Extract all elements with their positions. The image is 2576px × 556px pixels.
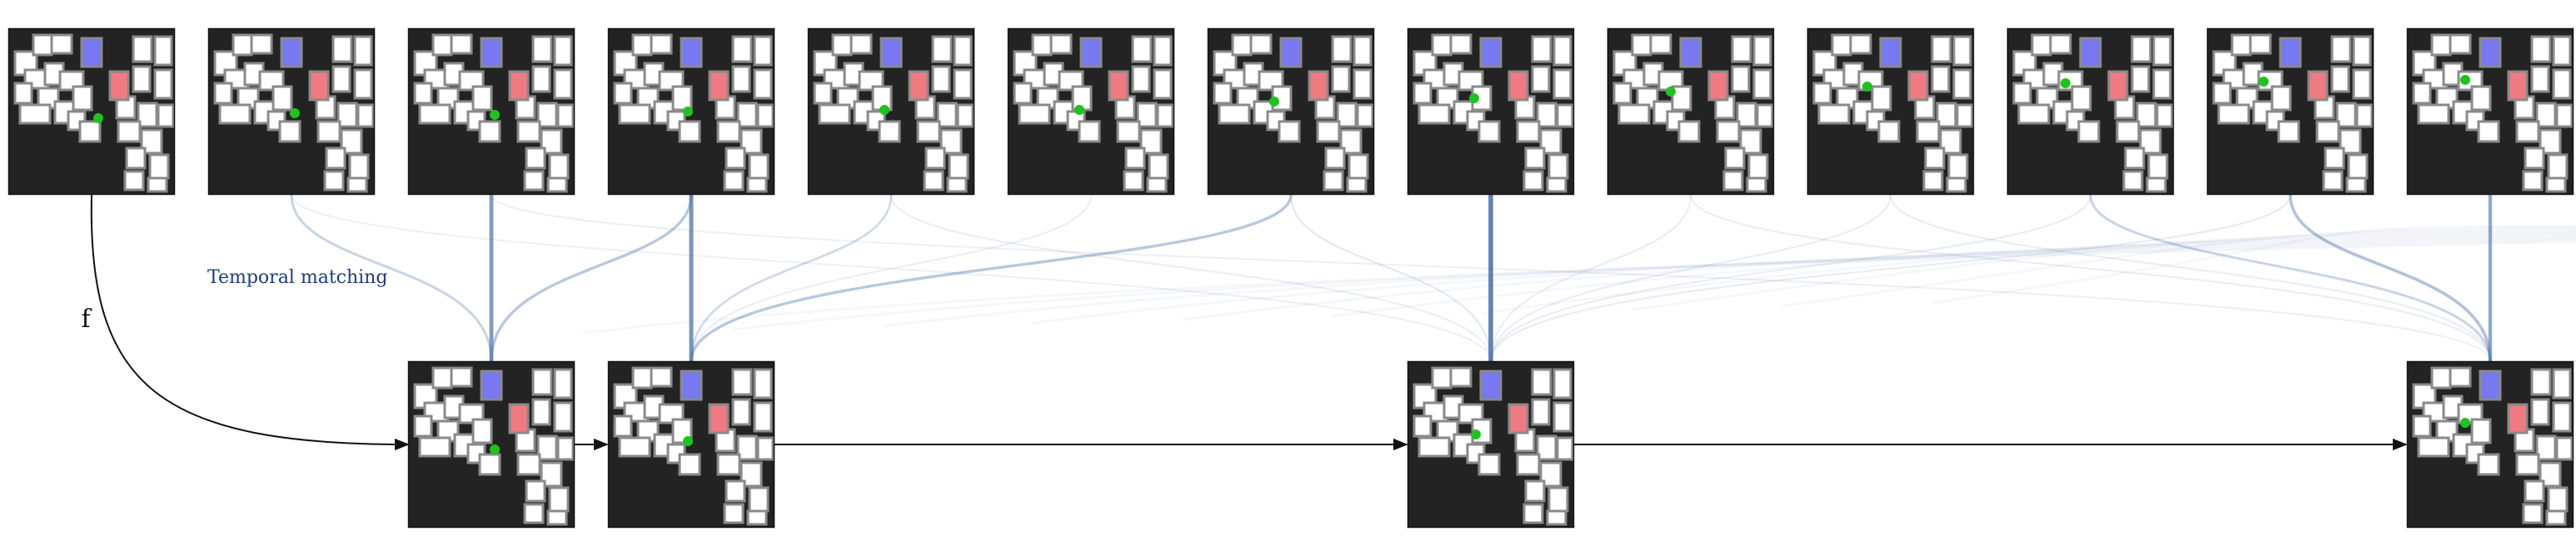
matching-curve bbox=[1489, 194, 1692, 362]
top-frame-11 bbox=[2205, 27, 2375, 196]
frame-border bbox=[2406, 27, 2574, 196]
agent-marker bbox=[490, 110, 500, 120]
matching-curve bbox=[690, 194, 1293, 362]
top-frame-8 bbox=[1606, 27, 1776, 196]
frame-border bbox=[807, 27, 975, 196]
matching-curve bbox=[1489, 194, 1892, 362]
matching-curve bbox=[1632, 228, 2576, 311]
matching-curve bbox=[2289, 194, 2492, 362]
matching-curve bbox=[490, 194, 2492, 362]
bottom-frame-0 bbox=[406, 360, 576, 529]
top-frame-6 bbox=[1206, 27, 1376, 196]
f-mapping-arrow bbox=[90, 194, 410, 451]
bottom-frame-1 bbox=[606, 360, 776, 529]
frame-border bbox=[2206, 27, 2374, 196]
frame-border bbox=[607, 360, 775, 529]
frame-border bbox=[1607, 27, 1775, 196]
top-frame-4 bbox=[806, 27, 976, 196]
frame-border bbox=[407, 360, 575, 529]
matching-curve bbox=[290, 194, 1492, 362]
top-trajectory-row bbox=[7, 27, 2575, 196]
agent-marker bbox=[93, 113, 103, 123]
temporal-matching-curves bbox=[290, 194, 2576, 362]
matching-curve bbox=[889, 194, 1492, 362]
agent-marker bbox=[1666, 87, 1676, 97]
top-frame-5 bbox=[1006, 27, 1176, 196]
frame-border bbox=[407, 27, 575, 196]
top-frame-9 bbox=[1806, 27, 1976, 196]
frame-border bbox=[2006, 27, 2175, 196]
matching-curve bbox=[1489, 194, 2092, 362]
matching-curve bbox=[1482, 230, 2576, 315]
frame-border bbox=[1207, 27, 1375, 196]
agent-marker bbox=[2060, 78, 2070, 88]
matching-curve bbox=[582, 240, 2576, 335]
matching-curve bbox=[1182, 233, 2576, 321]
matching-curve bbox=[1889, 194, 2492, 362]
bottom-frame-3 bbox=[2405, 360, 2575, 529]
bottom-trajectory-row bbox=[406, 360, 2575, 529]
agent-marker bbox=[879, 105, 889, 115]
maze-rooms bbox=[7, 27, 177, 196]
temporal-matching-label: Temporal matching bbox=[207, 267, 387, 288]
agent-marker bbox=[1862, 82, 1872, 92]
matching-curve bbox=[882, 236, 2576, 328]
agent-marker bbox=[1074, 105, 1084, 115]
matching-curve bbox=[690, 194, 893, 362]
maze-rooms bbox=[1606, 27, 1776, 196]
f-label: f bbox=[81, 305, 92, 334]
bottom-frame-2 bbox=[1406, 360, 1576, 529]
frame-border bbox=[207, 27, 376, 196]
maze-rooms bbox=[2405, 360, 2575, 529]
agent-marker bbox=[490, 444, 500, 454]
maze-rooms bbox=[2005, 27, 2175, 196]
matching-curve bbox=[2089, 194, 2492, 362]
matching-curve bbox=[1689, 194, 2492, 362]
agent-marker bbox=[2460, 418, 2470, 428]
agent-marker bbox=[2259, 77, 2269, 87]
top-frame-7 bbox=[1406, 27, 1576, 196]
matching-curve bbox=[732, 238, 2576, 331]
frame-border bbox=[607, 27, 775, 196]
matching-curve bbox=[1032, 235, 2576, 325]
maze-rooms bbox=[1006, 27, 1176, 196]
matching-curve bbox=[1489, 194, 2292, 362]
agent-marker bbox=[683, 107, 693, 117]
maze-rooms bbox=[806, 27, 976, 196]
top-frame-0 bbox=[7, 27, 177, 196]
maze-rooms bbox=[2405, 27, 2575, 196]
agent-marker bbox=[1469, 93, 1479, 103]
frame-border bbox=[2406, 360, 2574, 529]
agent-marker bbox=[1269, 97, 1279, 107]
agent-marker bbox=[683, 436, 693, 446]
matching-curve bbox=[490, 194, 693, 362]
top-frame-10 bbox=[2005, 27, 2175, 196]
frame-border bbox=[1806, 27, 1975, 196]
frame-border bbox=[1407, 360, 1575, 529]
matching-curve bbox=[1781, 226, 2576, 308]
top-frame-2 bbox=[406, 27, 576, 196]
top-frame-12 bbox=[2405, 27, 2575, 196]
matching-curve bbox=[1332, 231, 2576, 318]
maze-rooms bbox=[1206, 27, 1376, 196]
maze-rooms bbox=[1406, 27, 1576, 196]
matching-curve bbox=[690, 194, 1093, 362]
maze-rooms bbox=[406, 360, 576, 529]
matching-curve bbox=[1931, 225, 2576, 305]
top-frame-1 bbox=[207, 27, 376, 196]
maze-rooms bbox=[2205, 27, 2375, 196]
matching-curve bbox=[290, 194, 493, 362]
agent-marker bbox=[290, 108, 300, 118]
frame-border bbox=[1407, 27, 1575, 196]
frame-border bbox=[1007, 27, 1175, 196]
maze-rooms bbox=[1806, 27, 1976, 196]
top-frame-3 bbox=[606, 27, 776, 196]
maze-rooms bbox=[1406, 360, 1576, 529]
matching-curve bbox=[1289, 194, 1492, 362]
agent-marker bbox=[2460, 75, 2470, 85]
agent-marker bbox=[1471, 429, 1481, 439]
frame-border bbox=[7, 27, 176, 196]
